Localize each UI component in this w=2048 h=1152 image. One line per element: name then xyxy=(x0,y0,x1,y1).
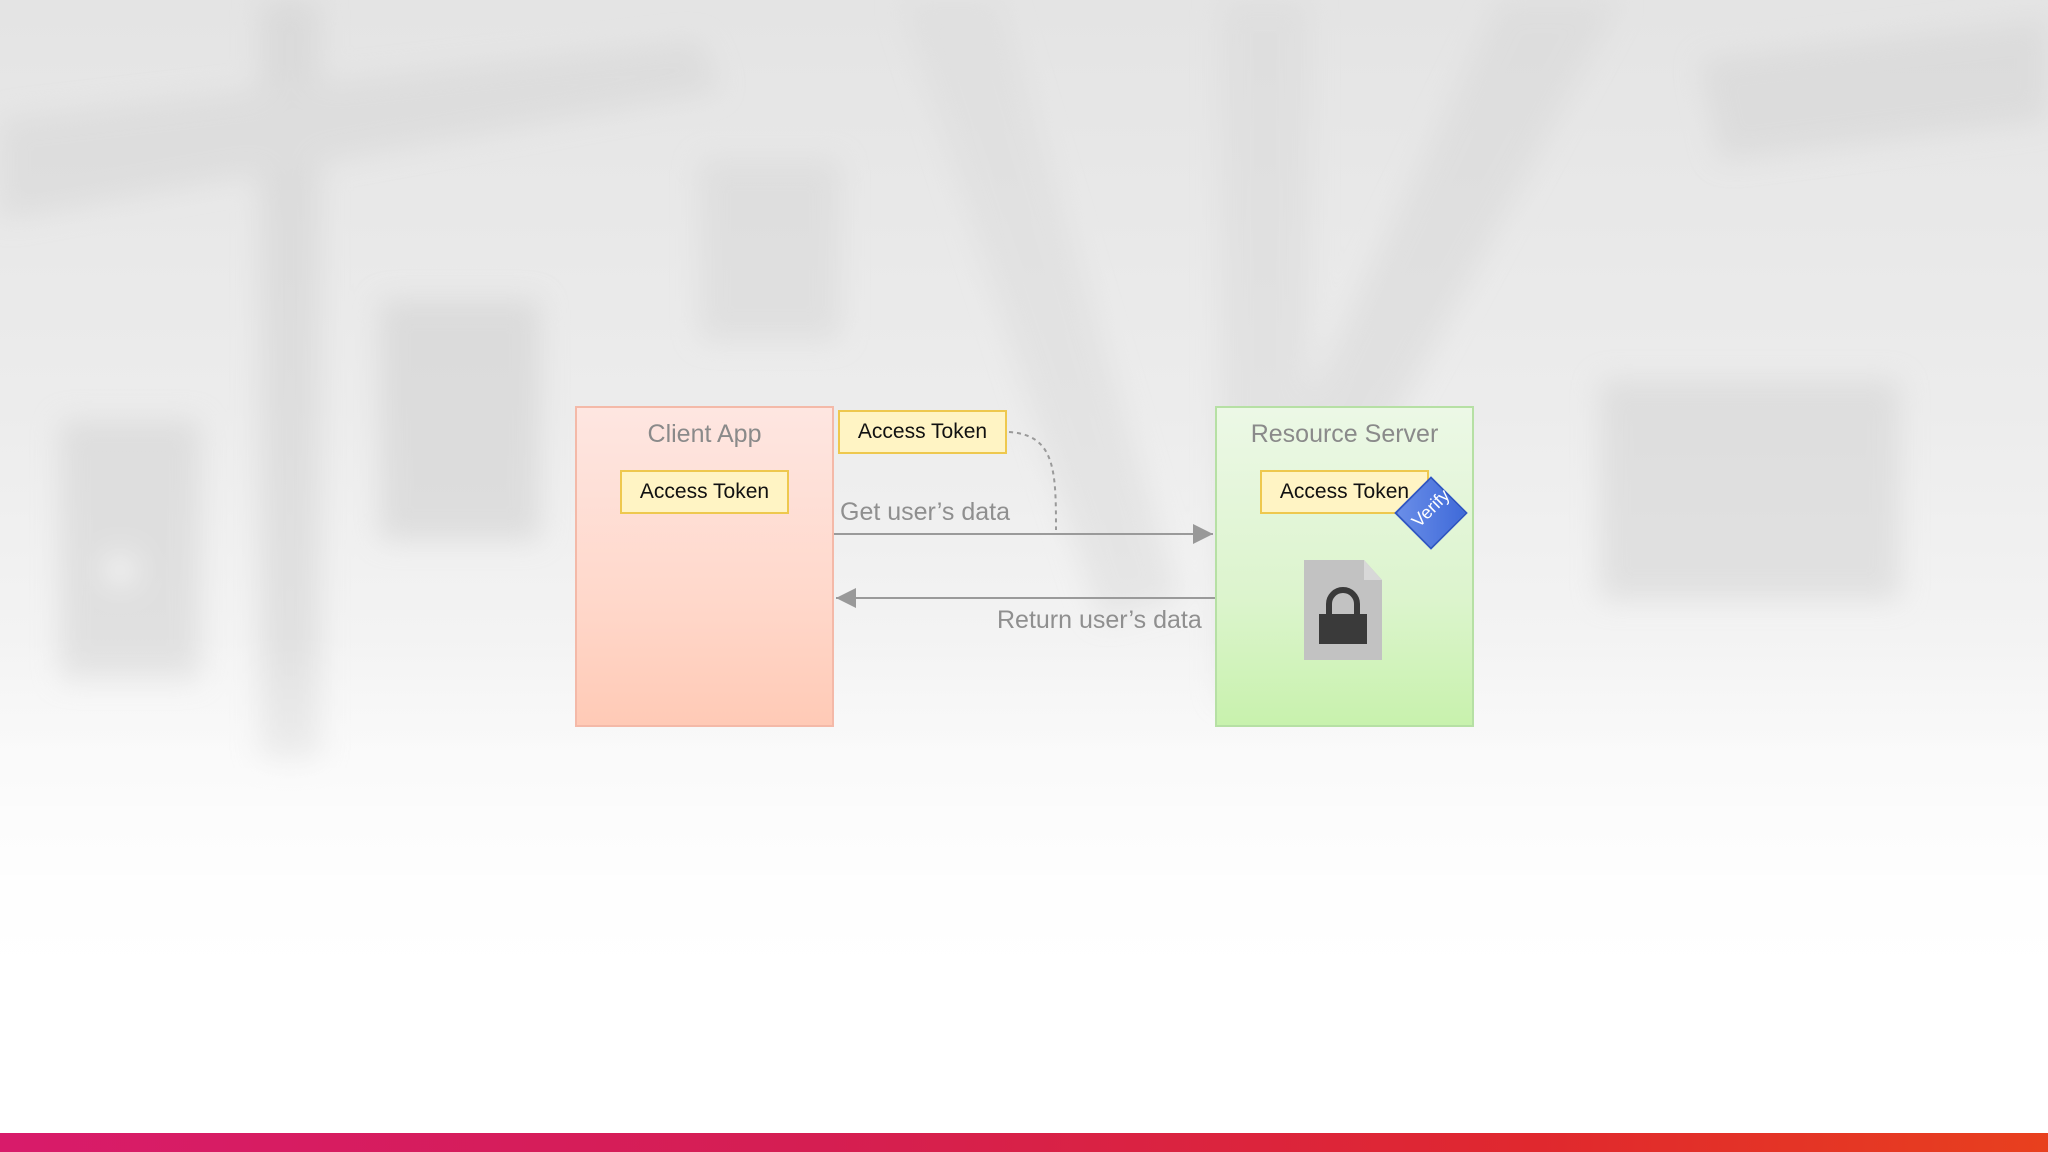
client-access-token: Access Token xyxy=(620,470,789,514)
token-attach-connector xyxy=(1008,431,1057,531)
resource-server-title: Resource Server xyxy=(1250,420,1439,448)
return-user-data-label: Return user’s data xyxy=(997,606,1202,634)
client-app-box: Client App xyxy=(575,406,834,727)
client-app-title: Client App xyxy=(647,420,762,448)
bottom-accent-bar xyxy=(0,1133,2048,1152)
request-access-token: Access Token xyxy=(838,410,1007,454)
lock-document-icon xyxy=(1304,560,1382,660)
get-user-data-label: Get user’s data xyxy=(840,498,1011,526)
